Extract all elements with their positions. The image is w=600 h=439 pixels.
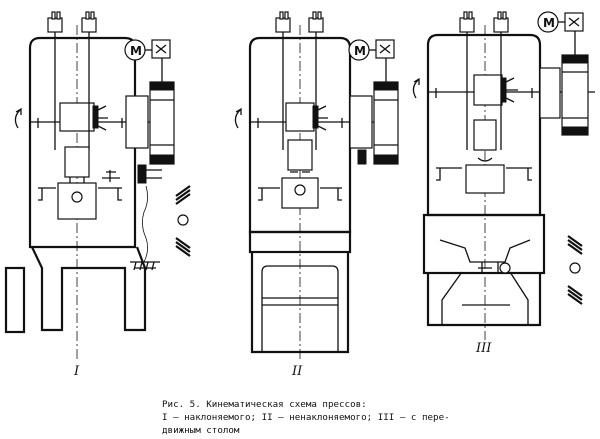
caption-line-2: I – наклоняемого; II – ненаклоняемого; I… [162, 412, 450, 423]
press-1-slide [64, 146, 90, 178]
press-3-bed [422, 213, 546, 275]
press-1-cylinders [47, 11, 97, 60]
press-2-motor-label: M [354, 44, 366, 58]
press-3-gear-box [473, 74, 503, 106]
press-2-rotation-arrow [234, 107, 242, 129]
press-2-slide [287, 139, 313, 171]
caption-line-3: движным столом [162, 425, 240, 436]
press-3-frame [426, 33, 542, 217]
press-3-label: III [475, 341, 492, 356]
press-3-side-symbol [567, 235, 583, 305]
press-3-lower-frame [426, 273, 542, 327]
press-3-cylinders [459, 11, 509, 60]
press-3-slide [473, 119, 497, 151]
press-1-legs [31, 246, 147, 332]
press-1-motor: M [124, 39, 171, 61]
press-1-drum [125, 58, 175, 165]
press-1-side-symbol [175, 185, 191, 257]
press-1-label: I [73, 364, 80, 379]
press-2-motor: M [348, 39, 395, 61]
press-3-motor: M [537, 11, 584, 33]
press-2-drum [349, 58, 399, 165]
press-1-left-foot [4, 266, 26, 334]
press-2-label: II [291, 364, 303, 379]
press-2-cylinders [275, 11, 324, 60]
press-3-motor-label: M [543, 16, 555, 30]
press-1-motor-label: M [130, 44, 142, 58]
figure-caption: Рис. 5. Кинематическая схема прессов: I … [162, 398, 592, 437]
press-1: M I [4, 11, 191, 379]
press-2-gear-box [285, 102, 315, 132]
press-3-rotation-arrow [412, 77, 420, 99]
press-3-ram [465, 164, 505, 194]
caption-line-1: Рис. 5. Кинематическая схема прессов: [162, 399, 367, 410]
press-2: M II [234, 11, 399, 379]
press-3: M III [412, 11, 595, 356]
press-3-drum [539, 30, 589, 136]
press-1-rotation-arrow [14, 107, 22, 129]
